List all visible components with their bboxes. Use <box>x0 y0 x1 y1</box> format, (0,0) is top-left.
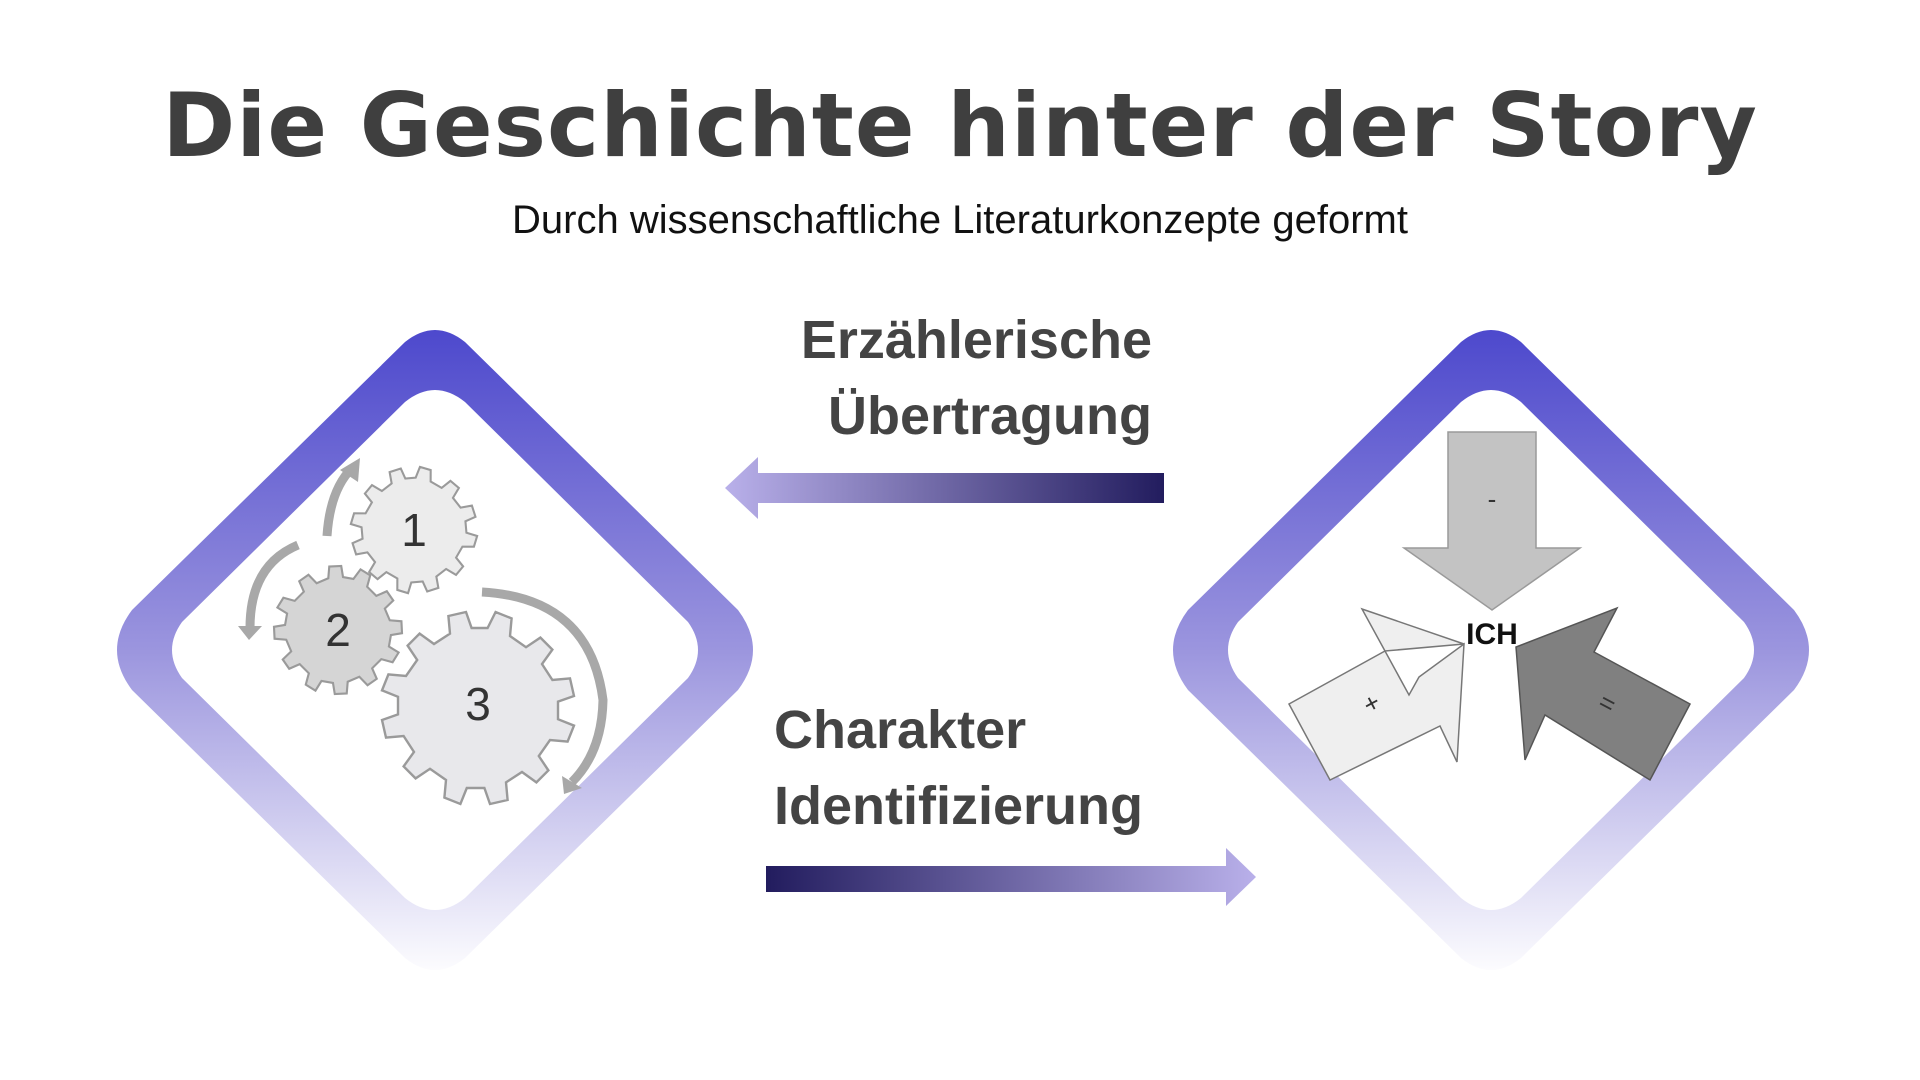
converging-arrows-icon: ICH - + = <box>1287 431 1692 782</box>
gear-2-label: 2 <box>325 604 351 656</box>
arrow-down-shape <box>1401 431 1583 611</box>
gear-3-label: 3 <box>465 678 491 730</box>
cycle-arrowheads <box>238 458 582 794</box>
label-narrative-transfer: Erzählerische Übertragung <box>801 302 1152 454</box>
arrow-right-in-shape <box>1515 606 1692 782</box>
label-character-identification: Charakter Identifizierung <box>774 692 1143 844</box>
label-narrative-transfer-line2: Übertragung <box>828 386 1152 446</box>
gear-1-label: 1 <box>401 504 427 556</box>
slide-title: Die Geschichte hinter der Story <box>162 74 1758 177</box>
label-character-identification-line1: Charakter <box>774 700 1027 760</box>
ich-label: ICH <box>1466 618 1518 651</box>
minus-symbol: - <box>1488 484 1497 514</box>
left-diamond-frame <box>117 330 753 970</box>
gears-cycle-icon: 1 2 3 <box>238 458 608 806</box>
slide-subtitle: Durch wissenschaftliche Literaturkonzept… <box>512 198 1408 242</box>
right-diamond-frame <box>1173 330 1809 970</box>
label-narrative-transfer-line1: Erzählerische <box>800 310 1152 370</box>
label-character-identification-line2: Identifizierung <box>774 776 1143 836</box>
arrow-left-icon <box>725 457 1164 519</box>
arrow-right-icon <box>766 848 1256 906</box>
arrow-left-in-top <box>1360 607 1465 652</box>
